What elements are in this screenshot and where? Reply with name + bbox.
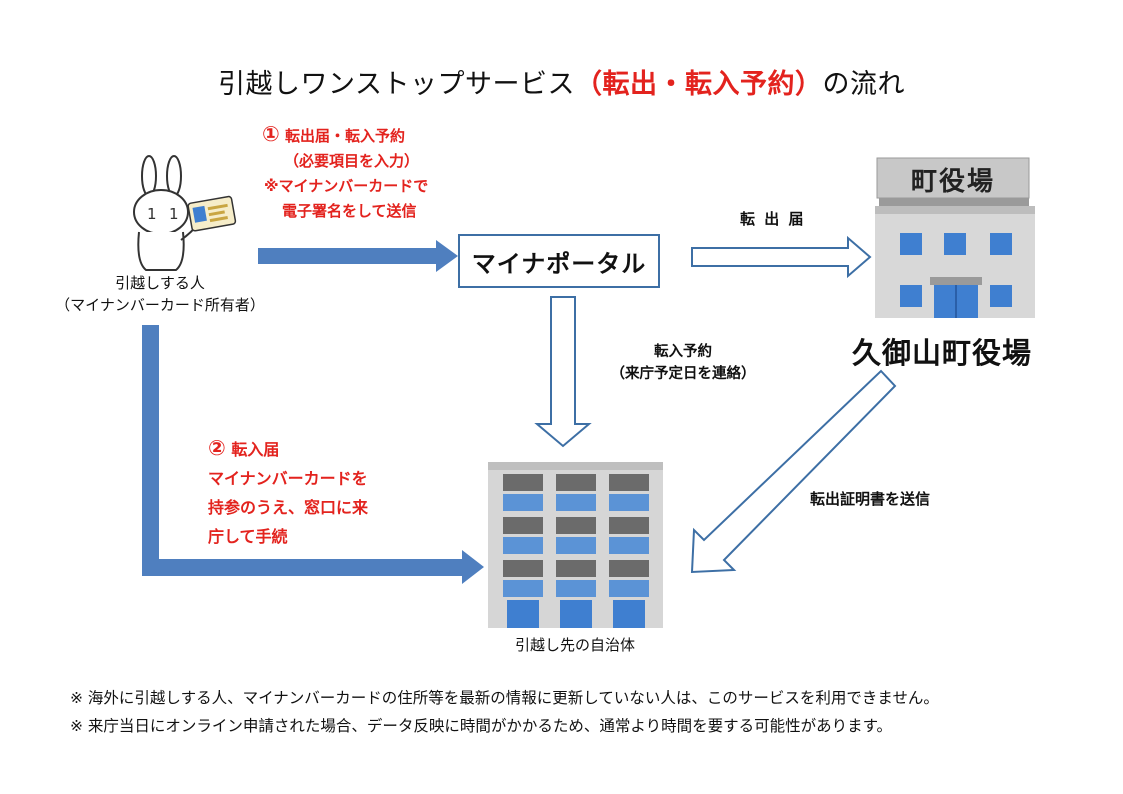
step2-line4: 庁して手続 — [208, 527, 288, 546]
arrow-portal-to-townhall — [691, 235, 872, 279]
step1-description: ① 転出届・転入予約 （必要項目を入力） ※マイナンバーカードで 電子署名をして… — [262, 122, 428, 224]
footnotes: ※ 海外に引越しする人、マイナンバーカードの住所等を最新の情報に更新していない人… — [70, 684, 939, 740]
title-suffix: の流れ — [822, 69, 905, 100]
rabbit-mascot-illustration: 1 1 — [133, 155, 237, 271]
step2-description: ② 転入届 マイナンバーカードを 持参のうえ、窓口に来 庁して手続 — [208, 434, 368, 551]
window-column-2 — [556, 474, 596, 628]
step1-number: ① — [262, 122, 280, 146]
arrow-mover-to-destination — [142, 325, 484, 584]
title-highlight: （転出・転入予約） — [574, 69, 823, 100]
reservation-line2: （来庁予定日を連絡） — [610, 366, 756, 382]
footnote-2: ※ 来庁当日にオンライン申請された場合、データ反映に時間がかかるため、通常より時… — [70, 717, 893, 735]
page-title: 引越しワンストップサービス（転出・転入予約）の流れ — [0, 62, 1123, 101]
step2-line3: 持参のうえ、窓口に来 — [208, 498, 369, 517]
destination-label: 引越し先の自治体 — [514, 636, 635, 654]
svg-text:1: 1 — [147, 205, 157, 223]
arrow-portal-to-destination — [534, 296, 592, 448]
step2-line2: マイナンバーカードを — [208, 469, 368, 488]
window-column-1 — [503, 474, 543, 628]
step1-line3: ※マイナンバーカードで — [264, 177, 429, 195]
reservation-arrow-label: 転入予約 （来庁予定日を連絡） — [588, 341, 778, 385]
step2-number: ② — [208, 436, 226, 460]
step1-line1: 転出届・転入予約 — [285, 127, 406, 145]
mover-label: 引越しする人 （マイナンバーカード所有者） — [40, 272, 280, 316]
mover-label-line1: 引越しする人 — [115, 274, 205, 292]
moveout-arrow-label: 転 出 届 — [740, 210, 806, 228]
town-hall-name: 久御山町役場 — [852, 336, 1033, 370]
footnote-1: ※ 海外に引越しする人、マイナンバーカードの住所等を最新の情報に更新していない人… — [70, 689, 939, 707]
destination-building-illustration — [488, 462, 663, 628]
town-hall-sign: 町役場 — [910, 167, 995, 197]
arrow-townhall-to-destination — [690, 369, 897, 574]
arrow-mover-to-portal — [258, 240, 458, 272]
step1-line2: （必要項目を入力） — [284, 152, 420, 170]
myna-portal-box: マイナポータル — [458, 234, 660, 288]
id-card-icon — [187, 195, 237, 232]
step1-line4: 電子署名をして送信 — [282, 202, 417, 220]
step2-line1: 転入届 — [231, 440, 280, 459]
reservation-line1: 転入予約 — [654, 344, 712, 360]
mover-label-line2: （マイナンバーカード所有者） — [55, 296, 265, 314]
town-hall-building-illustration — [875, 157, 1035, 318]
title-prefix: 引越しワンストップサービス — [218, 69, 575, 100]
certificate-arrow-label: 転出証明書を送信 — [810, 490, 931, 508]
svg-text:1: 1 — [169, 205, 179, 223]
window-column-3 — [609, 474, 649, 628]
